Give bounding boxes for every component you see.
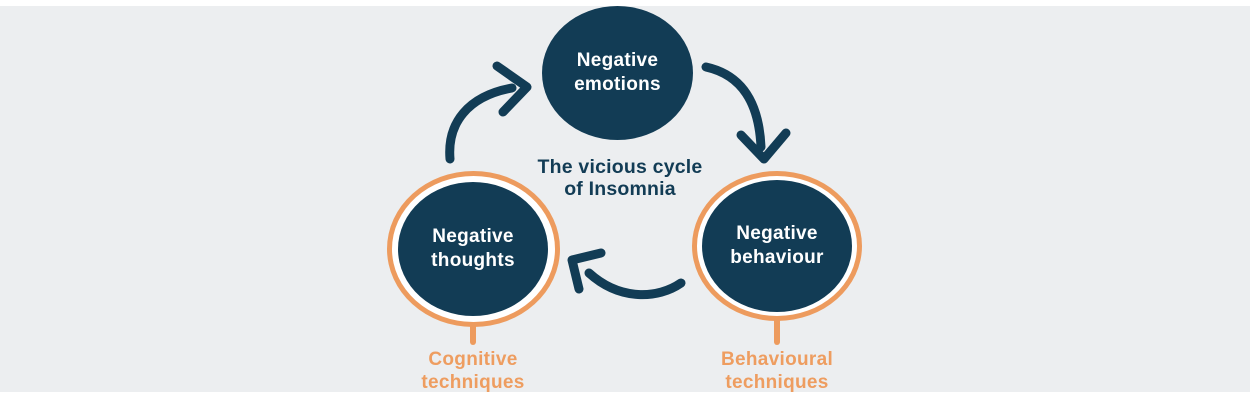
diagram-title: The vicious cycle of Insomnia: [537, 156, 703, 200]
behavioural-connector-line: [774, 316, 780, 345]
node-negative-thoughts-label: Negative thoughts: [431, 226, 515, 271]
node-negative-thoughts: Negative thoughts: [398, 182, 548, 316]
node-negative-emotions: Negative emotions: [542, 6, 693, 140]
node-negative-behaviour: Negative behaviour: [702, 180, 852, 312]
arrow-emotions-to-behaviour-icon: [701, 62, 791, 164]
behavioural-techniques-label: Behavioural techniques: [720, 349, 834, 393]
cognitive-connector-line: [470, 323, 476, 345]
cognitive-techniques-label: Cognitive techniques: [421, 349, 525, 393]
node-negative-emotions-label: Negative emotions: [574, 50, 661, 95]
node-negative-behaviour-label: Negative behaviour: [730, 223, 824, 268]
top-white-margin: [0, 0, 1250, 6]
bottom-white-margin: [0, 392, 1250, 400]
arrow-behaviour-to-thoughts-icon: [567, 248, 686, 300]
arrow-thoughts-to-emotions-icon: [445, 61, 532, 164]
